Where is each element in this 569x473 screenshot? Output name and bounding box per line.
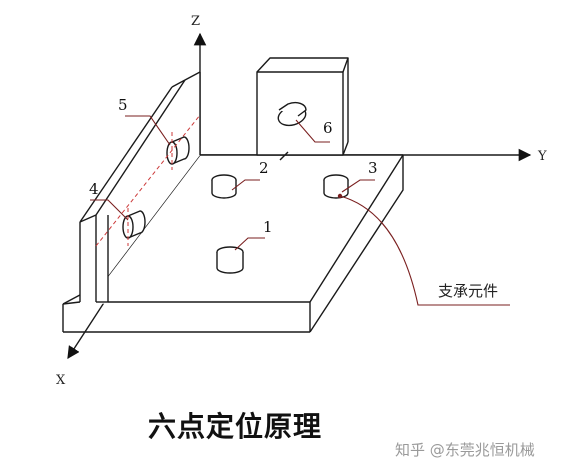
support-pin-2 (211, 174, 237, 199)
support-pin-6 (277, 101, 307, 127)
leader-1 (234, 237, 265, 251)
support-label-2: 2 (259, 159, 269, 177)
support-element-label: 支承元件 (438, 282, 498, 300)
support-label-4: 4 (89, 180, 99, 198)
base-plate (62, 154, 404, 333)
support-label-1: 1 (263, 218, 273, 236)
x-axis-label: X (56, 373, 66, 388)
leader-5 (125, 115, 171, 146)
side-wall (62, 71, 201, 305)
support-label-3: 3 (368, 159, 378, 177)
y-axis-label: Y (537, 149, 547, 164)
support-pin-1 (216, 246, 244, 274)
watermark: 知乎 @东莞兆恒机械 (395, 441, 535, 459)
leader-support-element (339, 195, 510, 306)
leader-dot (337, 193, 343, 199)
z-axis-label: Z (191, 14, 200, 29)
support-pin-4 (122, 210, 146, 239)
support-label-6: 6 (323, 119, 333, 137)
leader-3 (341, 179, 375, 193)
leader-4 (90, 199, 129, 221)
support-pin-3 (323, 174, 349, 199)
support-label-5: 5 (118, 96, 128, 114)
diagram-title: 六点定位原理 (148, 410, 322, 443)
leader-2 (231, 179, 260, 191)
leader-6 (295, 119, 330, 143)
